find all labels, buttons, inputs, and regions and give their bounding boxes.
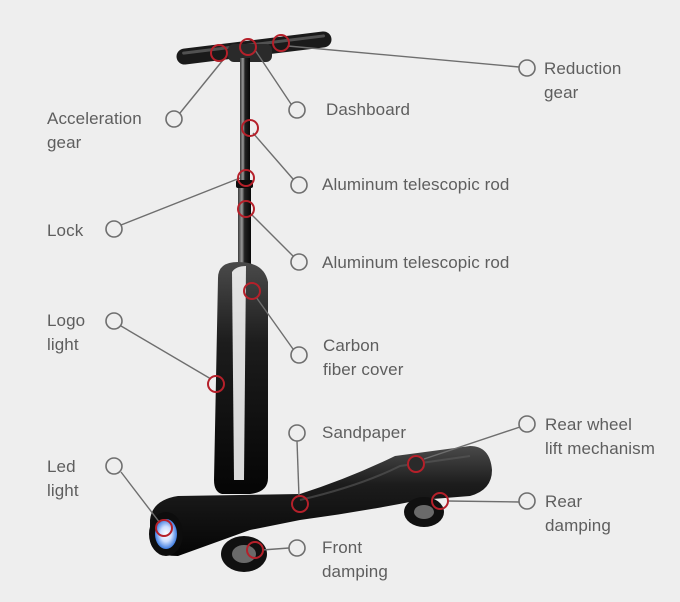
scooter-illustration — [149, 31, 492, 572]
callout-line-front-damping — [261, 547, 290, 551]
callout-line-led-light — [120, 471, 161, 524]
marker-lock — [237, 169, 255, 187]
callout-line-rod-1 — [252, 132, 294, 180]
red-markers — [155, 34, 449, 559]
callout-lines — [120, 45, 521, 551]
marker-acceleration-gear — [210, 44, 228, 62]
marker-front-damping — [246, 541, 264, 559]
circle-reduction-gear — [518, 59, 536, 77]
label-front-damping: Front damping — [322, 538, 388, 581]
marker-dashboard — [239, 38, 257, 56]
callout-line-sandpaper — [296, 440, 300, 498]
circle-acceleration-gear — [165, 110, 183, 128]
marker-rear-wheel-lift — [407, 455, 425, 473]
callout-line-dashboard — [254, 49, 292, 105]
callout-line-reduction-gear — [287, 45, 520, 68]
callout-line-lock — [120, 177, 241, 226]
label-carbon-fiber-cover: Carbon fiber cover — [323, 336, 404, 379]
label-led-light: Led light — [47, 457, 79, 500]
circle-rod-1 — [290, 176, 308, 194]
label-sandpaper: Sandpaper — [322, 423, 407, 442]
label-rear-damping: Rear damping — [545, 492, 611, 535]
marker-led-light — [155, 519, 173, 537]
callout-line-acceleration-gear — [179, 59, 224, 114]
circle-led-light — [105, 457, 123, 475]
label-circles — [105, 59, 536, 557]
marker-rod-2 — [237, 200, 255, 218]
circle-front-damping — [288, 539, 306, 557]
circle-logo-light — [105, 312, 123, 330]
label-acceleration-gear: Acceleration gear — [47, 109, 142, 152]
label-aluminum-telescopic-rod-lower: Aluminum telescopic rod — [322, 253, 510, 272]
callout-line-logo-light — [120, 325, 212, 380]
callout-line-rod-2 — [250, 213, 294, 257]
handlebar-clamp — [228, 44, 272, 62]
callout-line-rear-wheel-lift — [423, 426, 521, 460]
label-reduction-gear: Reduction gear — [544, 59, 622, 102]
label-rear-wheel-lift-mechanism: Rear wheel lift mechanism — [545, 415, 656, 458]
circle-sandpaper — [288, 424, 306, 442]
circle-rear-wheel-lift — [518, 415, 536, 433]
callout-line-carbon-cover — [255, 296, 294, 350]
marker-carbon-cover — [243, 282, 261, 300]
marker-logo-light — [207, 375, 225, 393]
circle-carbon-cover — [290, 346, 308, 364]
lower-telescopic-rod — [238, 186, 251, 270]
label-dashboard: Dashboard — [326, 100, 411, 119]
label-logo-light: Logo light — [47, 311, 86, 354]
circle-rod-2 — [290, 253, 308, 271]
circle-rear-damping — [518, 492, 536, 510]
marker-rod-1 — [241, 119, 259, 137]
deck — [150, 446, 492, 556]
circle-dashboard — [288, 101, 306, 119]
label-aluminum-telescopic-rod-upper: Aluminum telescopic rod — [322, 175, 510, 194]
circle-lock — [105, 220, 123, 238]
marker-sandpaper — [291, 495, 309, 513]
marker-rear-damping — [431, 492, 449, 510]
callout-line-rear-damping — [447, 500, 520, 503]
label-lock: Lock — [47, 221, 84, 240]
marker-reduction-gear — [272, 34, 290, 52]
